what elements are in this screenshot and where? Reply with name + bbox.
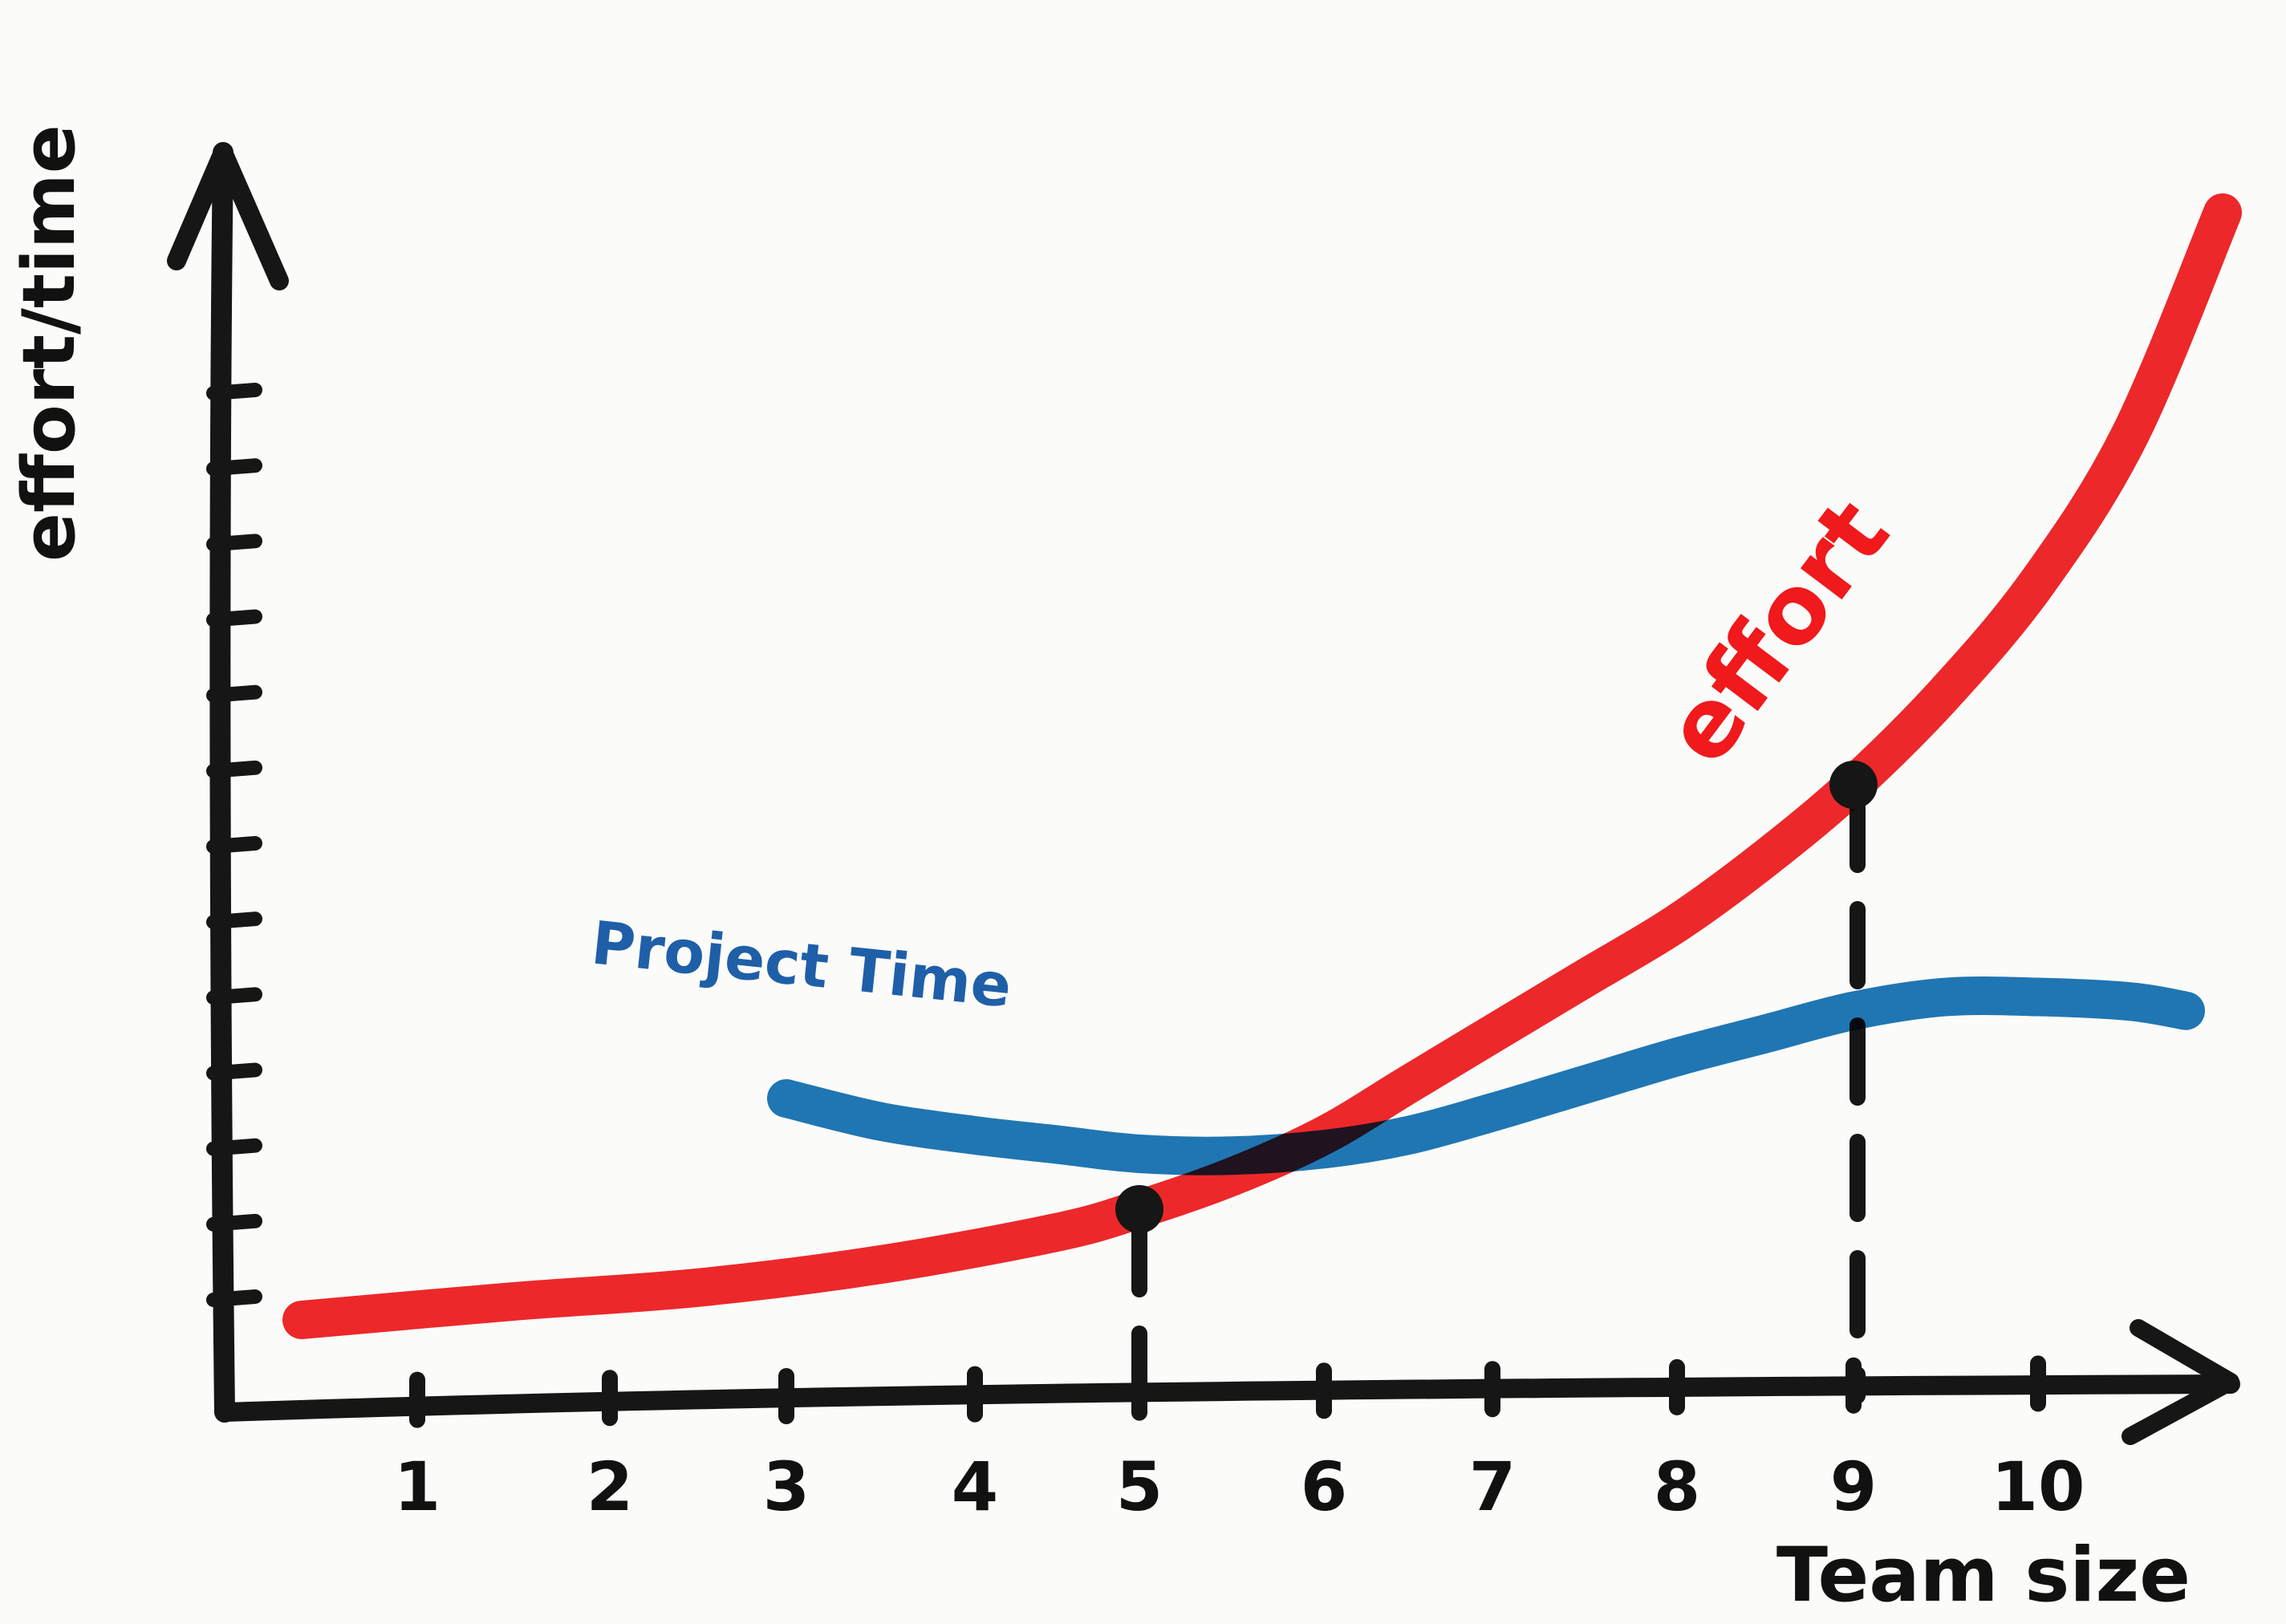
- y-tick-mark: [206, 836, 262, 854]
- y-axis-arrowhead: [167, 143, 289, 290]
- y-tick-mark: [206, 1062, 262, 1081]
- tick-marks: [206, 383, 2046, 1428]
- y-tick-mark: [206, 383, 262, 400]
- x-tick-label: 8: [1654, 1447, 1700, 1526]
- x-tick-label: 3: [763, 1447, 810, 1526]
- y-tick-mark: [206, 1213, 262, 1232]
- x-tick-label: 9: [1830, 1447, 1877, 1526]
- x-tick-label: 7: [1469, 1447, 1516, 1526]
- x-tick-label: 6: [1301, 1447, 1347, 1526]
- x-axis-title: Team size: [1776, 1532, 2191, 1619]
- x-axis-line: [215, 1374, 2240, 1422]
- series-lines: [282, 193, 2242, 1339]
- x-axis-arrowhead: [2122, 1319, 2239, 1445]
- y-tick-mark: [206, 609, 262, 627]
- y-tick-mark: [206, 987, 262, 1005]
- marker-dot: [1115, 1185, 1163, 1233]
- x-tick-label: 10: [1992, 1447, 2085, 1526]
- y-tick-mark: [206, 1289, 262, 1307]
- series-label-project-time: Project Time: [588, 908, 1014, 1021]
- series-line-project-time: [767, 976, 2205, 1175]
- markers: [1115, 761, 1878, 1233]
- x-tick-label: 4: [952, 1447, 998, 1526]
- y-tick-mark: [206, 1138, 262, 1156]
- y-tick-mark: [206, 760, 262, 778]
- guide-lines: [1131, 785, 1866, 1411]
- x-tick-label: 2: [587, 1447, 633, 1526]
- y-tick-mark: [206, 458, 262, 477]
- x-tick-label: 1: [394, 1447, 441, 1526]
- x-tick-label: 5: [1116, 1447, 1163, 1526]
- y-axis-title: effort/time: [7, 124, 91, 562]
- series-line-effort: [282, 193, 2242, 1339]
- axes: [167, 142, 2240, 1445]
- series-label-effort: effort: [1642, 479, 1910, 784]
- y-tick-mark: [206, 684, 262, 703]
- marker-dot: [1829, 761, 1878, 809]
- y-tick-mark: [206, 911, 262, 930]
- tick-labels: 1 2 3 4 5 6 7 8 9 10: [394, 1447, 2085, 1526]
- y-tick-mark: [206, 534, 262, 552]
